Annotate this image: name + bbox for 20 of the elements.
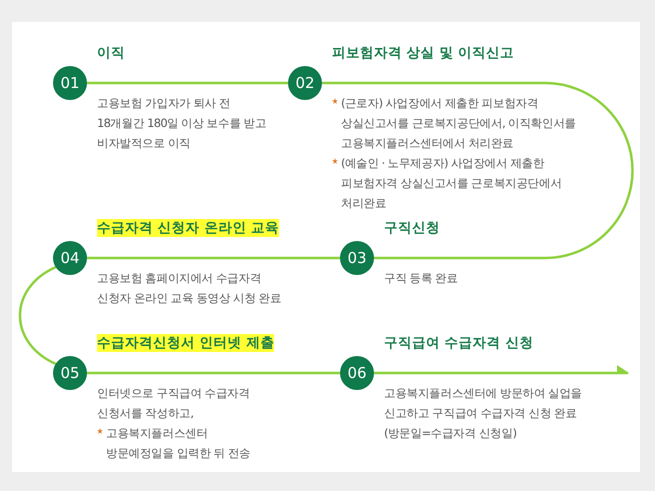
step-heading: 수급자격신청서 인터넷 제출 [97,334,274,352]
step-heading: 구직급여 수급자격 신청 [384,334,534,352]
step-heading: 구직신청 [384,219,440,237]
step-description: (예술인 · 노무제공자) 사업장에서 제출한 피보험자격 상실신고서를 근로복지공단에서 처리완료 [341,155,563,212]
step-heading: 피보험자격 상실 및 이직신고 [332,44,514,62]
step-heading: 이직 [97,44,125,62]
step-description: 고용보험 가입자가 퇴사 전 18개월간 180일 이상 보수를 받고 비자발적으로 이직 [97,95,268,152]
connector-line [87,256,340,260]
step-heading: 수급자격 신청자 온라인 교육 [97,219,280,237]
step-description: (근로자) 사업장에서 제출한 피보험자격 상실신고서를 근로복지공단에서, 이직확인서를 고용복지플러스센터에서 처리완료 [341,95,577,152]
step-description: 고용복지플러스센터에 방문하여 실업을 신고하고 구직급여 수급자격 신청 완료 (방문일=수급자격 신청일) [384,385,584,442]
arrow [374,365,629,374]
step-description: 구직 등록 완료 [384,270,459,287]
step-description: 인터넷으로 구직급여 수급자격 신청서를 작성하고, [97,385,251,422]
connector-line [322,82,634,260]
connector-line [87,372,340,374]
step-description: 고용보험 홈페이지에서 수급자격 신청자 온라인 교육 동영상 시청 완료 [97,270,282,307]
connector-line [18,266,57,366]
connector-line [87,82,288,84]
step-description: 고용복지플러스센터 방문예정일을 입력한 뒤 전송 [106,425,252,462]
